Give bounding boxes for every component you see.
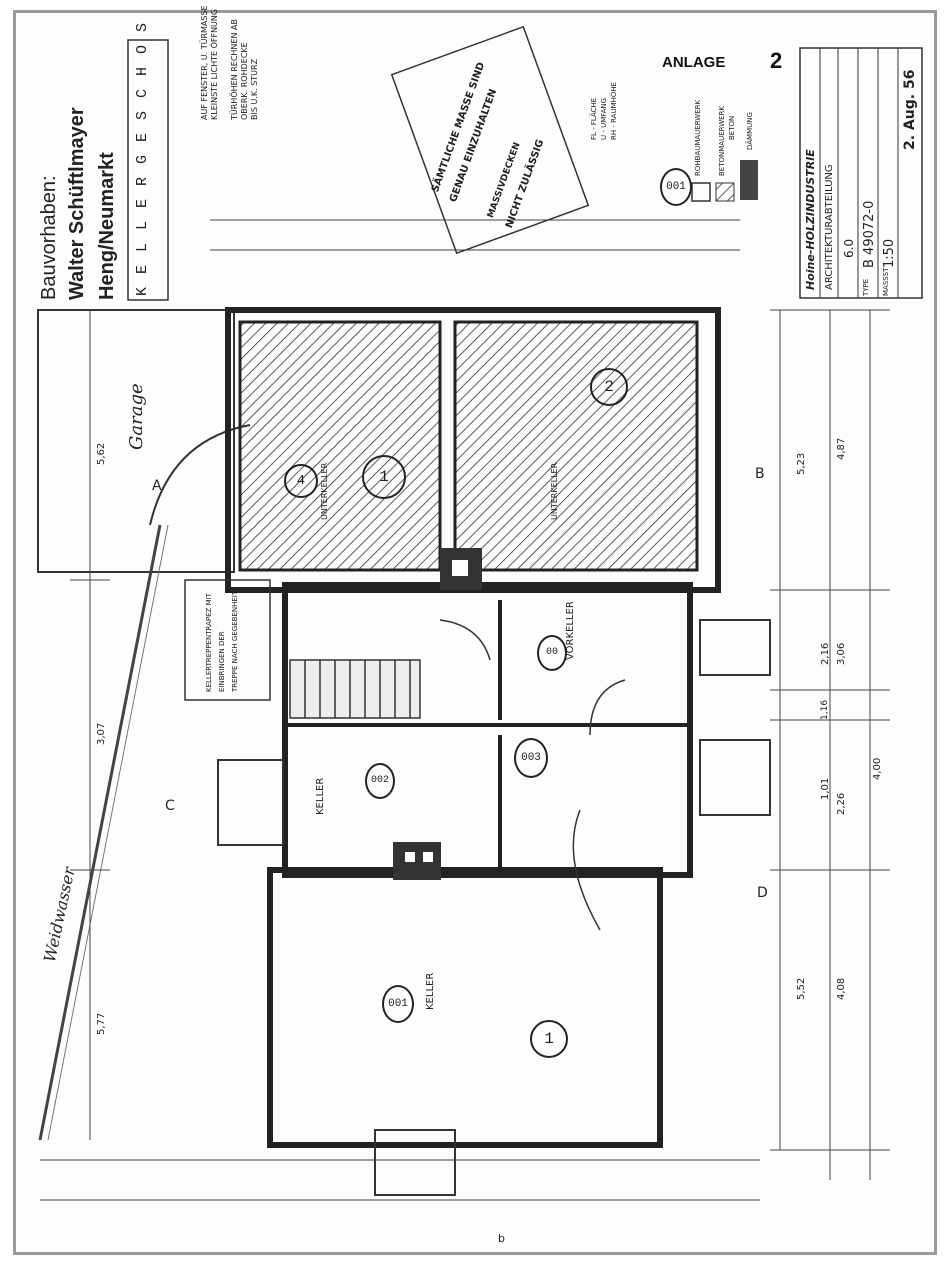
room-label-unterkeller-2: UNTERKELLER xyxy=(550,462,559,520)
staircase xyxy=(289,659,421,719)
water-pipe xyxy=(38,524,162,1141)
stair-note-2: EINBRINGEN DER xyxy=(218,631,226,692)
type-value: B 49072-0 xyxy=(862,200,877,268)
room-label-vorkeller: VORKELLER xyxy=(565,601,576,660)
step-left xyxy=(217,759,284,846)
stamp-box xyxy=(390,25,590,255)
garage-outline xyxy=(37,309,235,573)
small-legend-1: FL - FLÄCHE xyxy=(590,97,598,140)
legend-1: ROHBAUMAUERWERK xyxy=(694,99,702,176)
dim-right-9: 5,52 xyxy=(796,977,807,1000)
department-name: ARCHITEKTURABTEILUNG xyxy=(824,164,835,290)
project-box xyxy=(127,39,169,301)
scale-label: MASSST xyxy=(882,267,890,296)
dim-right-8: 4,00 xyxy=(872,757,883,780)
dim-right-6: 1,01 xyxy=(820,777,831,800)
room-label-keller-main: KELLER xyxy=(425,972,436,1010)
title-block xyxy=(799,47,923,299)
project-line1: Bauvorhaben: xyxy=(38,175,60,300)
legend-3: BETON xyxy=(728,115,736,140)
room-tag-001: 001 xyxy=(382,985,414,1023)
note-windows-1: AUF FENSTER, U. TÜRMASSE xyxy=(200,5,209,120)
dim-right-3: 3,06 xyxy=(836,642,847,665)
note-doors-3: BIS U.K. STURZ xyxy=(250,58,259,120)
hatched-room-upper xyxy=(238,320,442,572)
dim-right-7: 2,26 xyxy=(836,792,847,815)
small-legend-2: U - UMFANG xyxy=(600,97,608,140)
type-label: TYPE xyxy=(862,278,870,296)
stair-note-box xyxy=(184,579,271,701)
section-mark-b: B xyxy=(755,466,765,482)
section-mark-c: C xyxy=(165,798,175,814)
dim-right-10: 4,08 xyxy=(836,977,847,1000)
dim-right-1: 5,23 xyxy=(796,452,807,475)
drawing-date: 2. Aug. 56 xyxy=(902,69,918,150)
dim-right-4: 2,16 xyxy=(820,642,831,665)
stair-note-3: TREPPE NACH GEGEBENHEIT xyxy=(231,590,239,692)
note-doors-2: OBERK. ROHDECKE xyxy=(240,42,249,120)
section-mark-d: D xyxy=(757,885,768,901)
company-name: Hoine-HOLZINDUSTRIE xyxy=(804,149,817,290)
legend-4: DÄMMUNG xyxy=(746,112,754,150)
legend-2: BETONMAUERWERK xyxy=(718,106,726,176)
sheet-number: 6.0 xyxy=(842,238,856,258)
level-mark-2: 2 xyxy=(590,368,628,406)
dim-left-3: 5,77 xyxy=(96,1012,107,1035)
step-right-2 xyxy=(699,739,771,816)
level-mark-1: 1 xyxy=(530,1020,568,1058)
project-line3: Heng/Neumarkt xyxy=(96,152,118,300)
room-label-garage: Garage xyxy=(126,383,147,450)
dim-left-1: 5,62 xyxy=(96,442,107,465)
stair-note-1: KELLERTREPPENTRAPEZ MIT xyxy=(205,593,213,692)
footer-mark: b xyxy=(498,1232,505,1245)
room-label-keller-small: KELLER xyxy=(315,777,326,815)
note-doors-1: TÜRHÖHEN RECHNEN AB xyxy=(230,19,239,120)
hatched-room-right xyxy=(453,320,699,572)
note-windows-2: KLEINSTE LICHTE ÖFFNUNG xyxy=(210,8,219,120)
chimney-lower xyxy=(393,842,441,880)
annex-number: 2 xyxy=(770,48,783,73)
step-right-1 xyxy=(699,619,771,676)
small-legend-3: RH - RAUMHÖHE xyxy=(610,81,618,140)
room-tag-002: 002 xyxy=(365,763,395,799)
scale-value: 1:50 xyxy=(882,238,897,268)
step-bottom xyxy=(374,1129,456,1196)
outer-wall-lower xyxy=(267,867,663,1148)
level-mark-4: 1 xyxy=(362,455,406,499)
dim-left-2: 3,07 xyxy=(96,722,107,745)
drawing-sheet xyxy=(13,10,937,1255)
room-tag-004: 001 xyxy=(660,168,692,206)
room-tag-00: 00 xyxy=(537,635,567,671)
project-line2: Walter Schüftlmayer xyxy=(66,107,88,300)
dim-right-2: 4,87 xyxy=(836,437,847,460)
level-mark-3: 4 xyxy=(284,464,318,498)
room-tag-003: 003 xyxy=(514,738,548,778)
middle-wall xyxy=(282,582,693,878)
dim-right-5: 1,16 xyxy=(820,699,830,720)
annex-label: ANLAGE xyxy=(662,54,726,71)
project-line4: K E L L E R G E S C H O S xyxy=(134,20,151,296)
room-label-unterkeller-1: UNTERKELLER xyxy=(320,462,329,520)
section-mark-a: A xyxy=(152,478,162,494)
garage-door-arc xyxy=(149,424,251,526)
